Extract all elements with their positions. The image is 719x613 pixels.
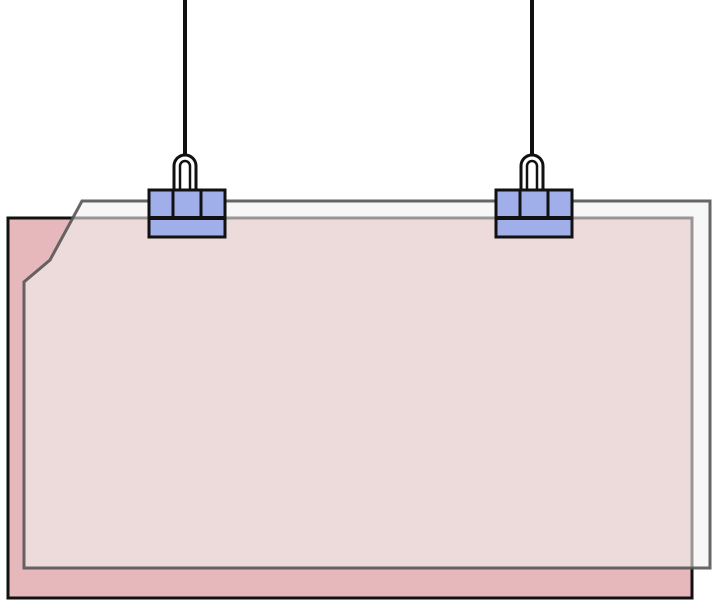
right-binder-clip <box>494 0 574 239</box>
clip-body <box>147 188 227 239</box>
left-binder-clip <box>147 0 227 239</box>
clip-handle-inner <box>178 159 192 190</box>
clip-body <box>494 188 574 239</box>
clip-handle-inner <box>525 159 539 190</box>
clip-handle-outer <box>172 153 198 190</box>
front-sheet <box>22 199 712 570</box>
clip-handle-outer <box>519 153 545 190</box>
